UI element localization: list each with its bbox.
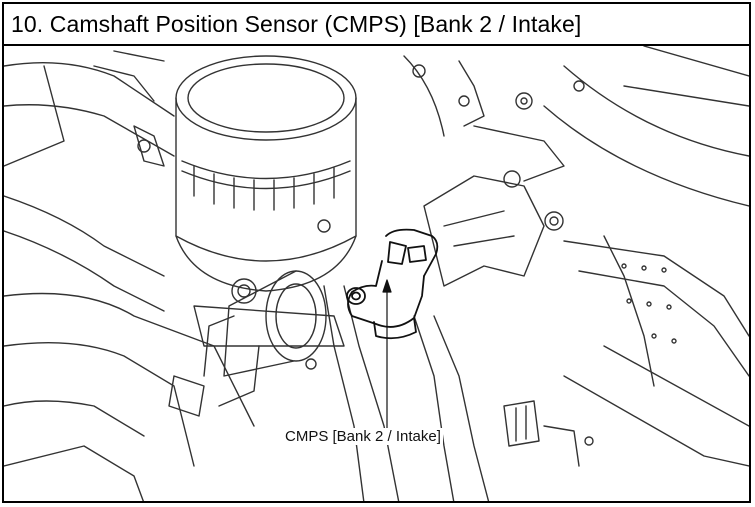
page-title: 10. Camshaft Position Sensor (CMPS) [Ban… xyxy=(11,10,582,37)
callout-leader xyxy=(382,279,392,435)
cmps-sensor-drawing xyxy=(346,228,439,340)
right-side-drawing xyxy=(403,46,749,467)
center-bracket-drawing xyxy=(323,170,564,501)
reservoir-drawing xyxy=(175,55,357,292)
illustration-area: CMPS [Bank 2 / Intake] xyxy=(4,46,749,501)
lower-cylinder-drawing xyxy=(168,270,327,417)
cmps-callout-label: CMPS [Bank 2 / Intake] xyxy=(283,428,443,445)
title-bar: 10. Camshaft Position Sensor (CMPS) [Ban… xyxy=(4,4,749,46)
left-frame-drawing xyxy=(4,61,345,501)
top-left-drawing xyxy=(93,50,331,233)
engine-bay-illustration xyxy=(4,46,749,501)
